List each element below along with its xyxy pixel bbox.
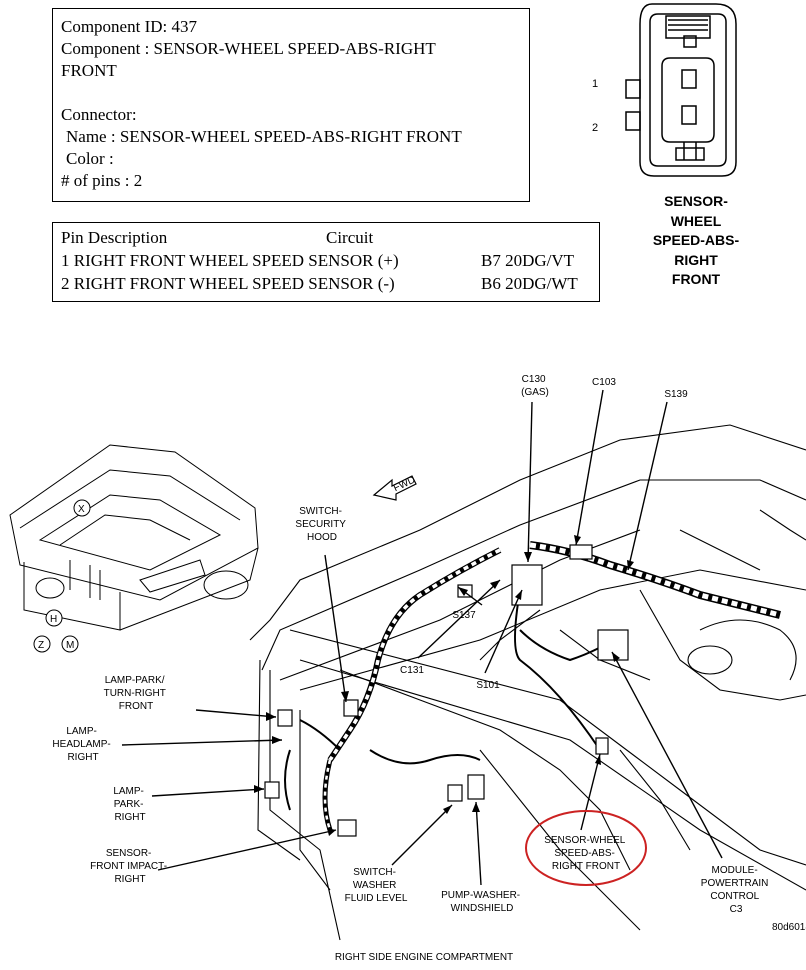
connector-pin-2-label: 2 [592, 122, 598, 134]
pin-row-2-description: 2 RIGHT FRONT WHEEL SPEED SENSOR (-) [61, 274, 395, 293]
callout-pump-washer-windshield: PUMP-WASHER- WINDSHIELD [441, 890, 523, 914]
pin-row-1-description: 1 RIGHT FRONT WHEEL SPEED SENSOR (+) [61, 251, 399, 270]
connector-name: Name : SENSOR-WHEEL SPEED-ABS-RIGHT FRON… [66, 127, 462, 146]
callout-lamp-park-right: LAMP- PARK- RIGHT [113, 786, 146, 823]
pin-row-1-circuit: B7 20DG/VT [481, 251, 575, 270]
callout-lamp-headlamp-right: LAMP- HEADLAMP- RIGHT [52, 726, 113, 763]
component-name-line-1: Component : SENSOR-WHEEL SPEED-ABS-RIGHT [61, 39, 436, 58]
callout-c131: C131 [400, 665, 424, 676]
connector-title: SENSOR- WHEEL SPEED-ABS- RIGHT FRONT [652, 193, 740, 287]
pin-table-header-description: Pin Description [61, 228, 168, 247]
pin-row-2-circuit: B6 20DG/WT [481, 274, 578, 293]
diagram-caption: RIGHT SIDE ENGINE COMPARTMENT [335, 952, 513, 963]
leader-lines [121, 389, 723, 886]
connector-face-view: 1 2 [592, 3, 737, 177]
callout-module-powertrain-control-c3: MODULE- POWERTRAIN CONTROL C3 [701, 865, 771, 915]
callout-switch-security-hood: SWITCH- SECURITY HOOD [295, 506, 348, 543]
vehicle-locator-sketch [9, 444, 259, 631]
wiring-harness [284, 541, 781, 831]
engine-compartment-structure [249, 424, 806, 941]
callout-labels: C130 (GAS) C103 S139 SWITCH- SECURITY HO… [52, 374, 771, 915]
fwd-arrow: FWD [372, 475, 417, 501]
callout-c103: C103 [592, 377, 616, 388]
callout-sensor-wheel-speed-abs-right-front: SENSOR-WHEEL SPEED-ABS- RIGHT FRONT [544, 835, 628, 872]
pin-table-header-circuit: Circuit [326, 228, 374, 247]
callout-sensor-front-impact-right: SENSOR- FRONT IMPACT- RIGHT [90, 848, 170, 885]
connector-pin-1-label: 1 [592, 78, 598, 90]
figure-code: 80d60181 [772, 922, 806, 933]
callout-switch-washer-fluid-level: SWITCH- WASHER FLUID LEVEL [345, 867, 408, 904]
connector-heading: Connector: [61, 105, 137, 124]
locator-z: Z [38, 640, 44, 651]
callout-lamp-park-turn-right-front: LAMP-PARK/ TURN-RIGHT FRONT [104, 675, 169, 712]
locator-m: M [66, 640, 74, 651]
svg-text:FWD: FWD [392, 475, 417, 495]
locator-h: H [50, 614, 57, 625]
locator-x: X [78, 504, 85, 515]
connector-color: Color : [66, 149, 114, 168]
callout-s101: S101 [476, 680, 500, 691]
callout-s137: S137 [452, 610, 476, 621]
component-id: Component ID: 437 [61, 17, 197, 36]
pin-table: Pin Description Circuit 1 RIGHT FRONT WH… [52, 222, 600, 302]
component-info-box: Component ID: 437 Component : SENSOR-WHE… [52, 8, 530, 202]
highlight-ring [525, 810, 647, 886]
leader-arrowheads [254, 535, 634, 836]
harness-connectors [264, 544, 629, 837]
callout-c130: C130 (GAS) [521, 374, 549, 398]
engine-compartment-diagram: X H Z M FWD [9, 374, 806, 963]
connector-pin-count: # of pins : 2 [61, 171, 143, 190]
callout-s139: S139 [664, 389, 688, 400]
component-name-line-2: FRONT [61, 61, 117, 80]
